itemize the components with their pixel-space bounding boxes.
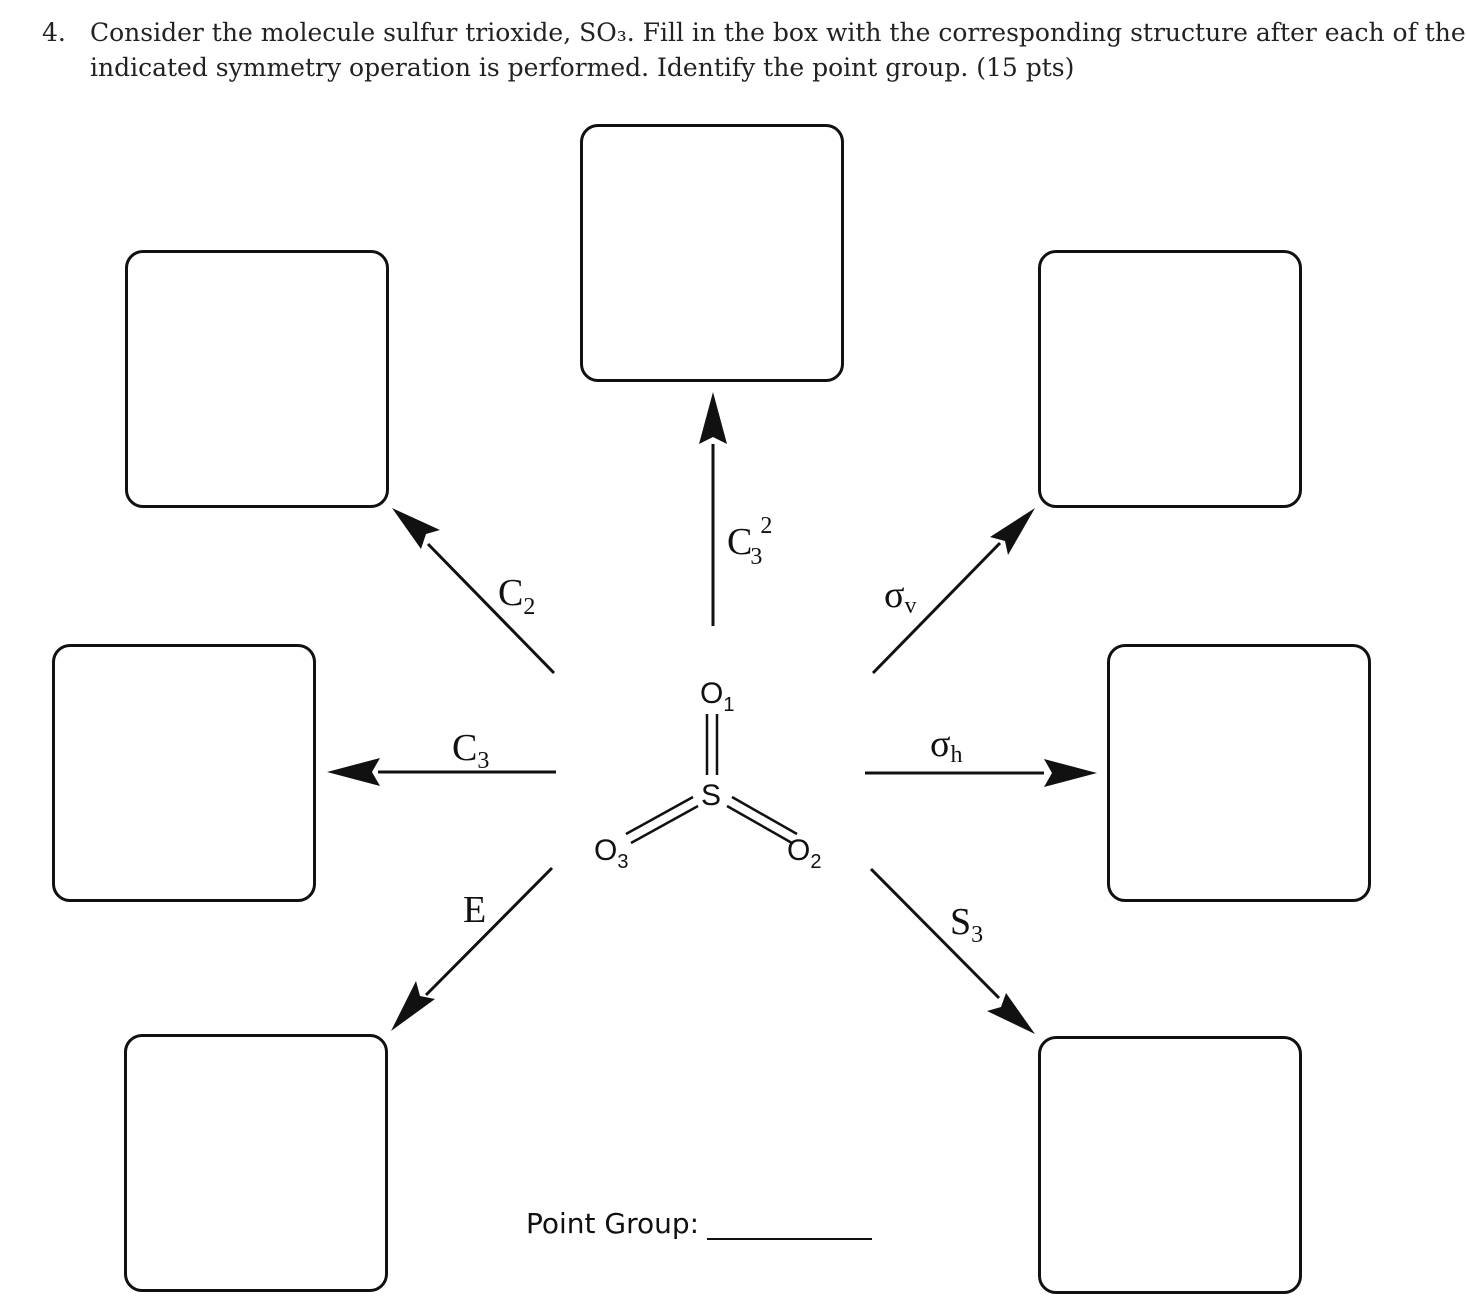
atom-s: S bbox=[701, 779, 721, 812]
answer-box-c2[interactable] bbox=[125, 250, 389, 508]
label-c2: C2 bbox=[498, 572, 535, 620]
point-group-blank[interactable] bbox=[707, 1210, 873, 1240]
answer-box-c3[interactable] bbox=[52, 644, 316, 902]
atom-o1: O1 bbox=[700, 677, 734, 716]
label-c3-squared: C32 bbox=[727, 513, 772, 570]
arrow-sigma-h bbox=[865, 759, 1097, 787]
label-c3: C3 bbox=[452, 727, 489, 774]
label-sigma-v: σv bbox=[884, 574, 916, 619]
label-e: E bbox=[463, 889, 486, 931]
arrow-c3 bbox=[327, 758, 556, 786]
answer-box-sigma-v[interactable] bbox=[1038, 250, 1302, 508]
so3-molecule: O1 S O3 O2 bbox=[594, 677, 821, 873]
question-number: 4. bbox=[42, 18, 66, 47]
atom-o3: O3 bbox=[594, 834, 628, 873]
question-text-line-2: indicated symmetry operation is performe… bbox=[90, 53, 1075, 82]
arrow-s3 bbox=[869, 867, 1035, 1034]
bond-s-o2-line-b bbox=[726, 804, 793, 845]
bond-s-o3-line-b bbox=[630, 804, 699, 845]
label-sigma-h: σh bbox=[930, 723, 962, 768]
bond-s-o3-line-a bbox=[625, 795, 694, 836]
arrow-c3-squared bbox=[699, 392, 727, 626]
arrow-sigma-v bbox=[871, 508, 1035, 675]
arrow-c2 bbox=[392, 508, 556, 675]
answer-box-c3-squared[interactable] bbox=[580, 124, 844, 382]
point-group-field: Point Group: bbox=[526, 1207, 873, 1240]
arrow-e bbox=[391, 866, 554, 1031]
answer-box-s3[interactable] bbox=[1038, 1036, 1302, 1294]
question-text-line-1: Consider the molecule sulfur trioxide, S… bbox=[90, 18, 1466, 47]
atom-o2: O2 bbox=[787, 834, 821, 873]
label-s3: S3 bbox=[950, 901, 983, 948]
bond-s-o2-line-a bbox=[731, 795, 798, 836]
answer-box-sigma-h[interactable] bbox=[1107, 644, 1371, 902]
point-group-label: Point Group: bbox=[526, 1207, 700, 1240]
answer-box-e[interactable] bbox=[124, 1034, 388, 1292]
